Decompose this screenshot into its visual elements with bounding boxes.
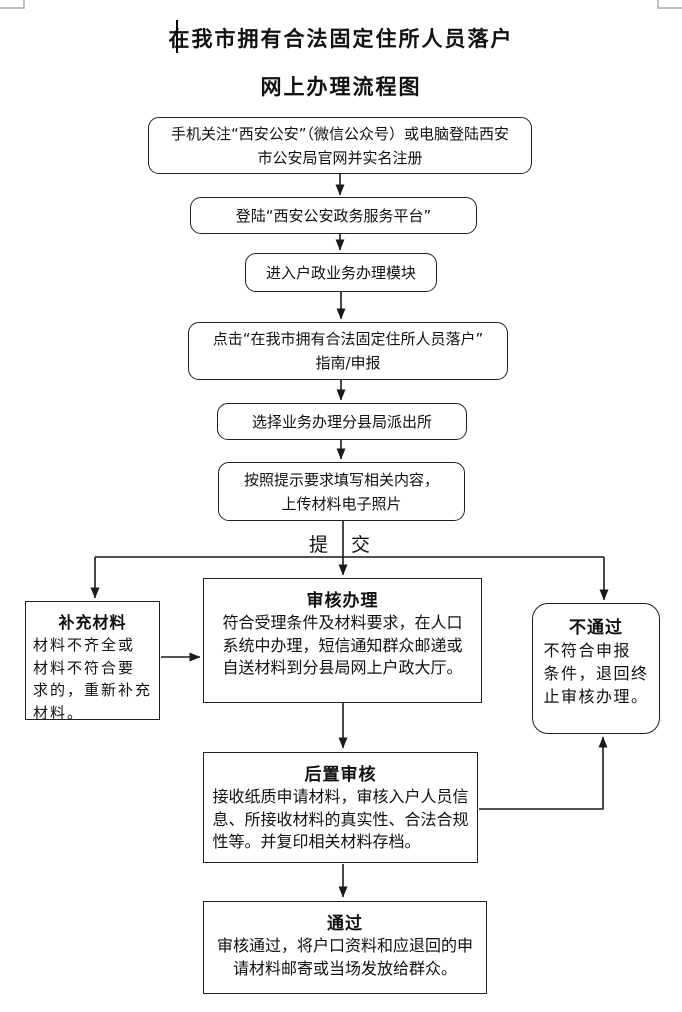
node-pass-body: 审核通过，将户口资料和应退回的申 请材料邮寄或当场发放给群众。 — [216, 936, 473, 978]
node-fill-upload-text: 按照提示要求填写相关内容， 上传材料电子照片 — [243, 470, 439, 513]
node-reject-title: 不通过 — [569, 618, 623, 638]
node-pass-title: 通过 — [327, 914, 363, 934]
corner-mark-right — [657, 0, 682, 9]
node-register: 手机关注“西安公安”（微信公众号）或电脑登陆西安 市公安局官网并实名注册 — [148, 117, 532, 174]
node-review-title: 审核办理 — [306, 591, 379, 611]
node-click-guide-text: 点击“在我市拥有合法固定住所人员落户” 指南/申报 — [212, 330, 484, 372]
node-register-text: 手机关注“西安公安”（微信公众号）或电脑登陆西安 市公安局官网并实名注册 — [170, 124, 510, 167]
page-subtitle: 网上办理流程图 — [260, 75, 422, 99]
node-post-review-title: 后置审核 — [304, 765, 377, 785]
node-supplement-body: 材料不齐全或 材料不符合要 求的，重新补充 材料。 — [32, 636, 152, 722]
node-select-station: 选择业务办理分县局派出所 — [217, 403, 467, 440]
node-click-guide: 点击“在我市拥有合法固定住所人员落户” 指南/申报 — [188, 322, 508, 380]
node-enter-module: 进入户政业务办理模块 — [245, 253, 437, 292]
node-select-station-text: 选择业务办理分县局派出所 — [251, 412, 432, 431]
node-review-body: 符合受理条件及材料要求，在人口 系统中办理，短信通知群众邮递或 自送材料到分县局… — [222, 613, 463, 678]
node-post-review: 后置审核 接收纸质申请材料，审核入户人员信 息、所接收材料的真实性、合法合规 性… — [203, 752, 478, 863]
text-cursor — [176, 20, 178, 53]
node-fill-upload: 按照提示要求填写相关内容， 上传材料电子照片 — [218, 462, 465, 521]
node-reject-body: 不符合申报 条件，退回终 止审核办理。 — [543, 641, 649, 707]
submit-label-left: 提 — [309, 534, 329, 556]
node-supplement-title: 补充材料 — [58, 613, 127, 632]
node-pass: 通过 审核通过，将户口资料和应退回的申 请材料邮寄或当场发放给群众。 — [203, 901, 487, 994]
submit-label-right: 交 — [351, 534, 371, 556]
node-enter-module-text: 进入户政业务办理模块 — [265, 263, 416, 282]
node-supplement: 补充材料 材料不齐全或 材料不符合要 求的，重新补充 材料。 — [25, 601, 160, 722]
connector-postreview-reject — [479, 736, 608, 810]
node-login-text: 登陆“西安公安政务服务平台” — [235, 206, 432, 225]
node-review: 审核办理 符合受理条件及材料要求，在人口 系统中办理，短信通知群众邮递或 自送材… — [203, 578, 482, 703]
node-reject: 不通过 不符合申报 条件，退回终 止审核办理。 — [532, 603, 660, 734]
page-title: 在我市拥有合法固定住所人员落户 — [168, 27, 514, 51]
corner-mark-left — [0, 0, 25, 9]
node-post-review-body: 接收纸质申请材料，审核入户人员信 息、所接收材料的真实性、合法合规 性等。并复印… — [212, 787, 469, 852]
node-login: 登陆“西安公安政务服务平台” — [190, 197, 477, 234]
